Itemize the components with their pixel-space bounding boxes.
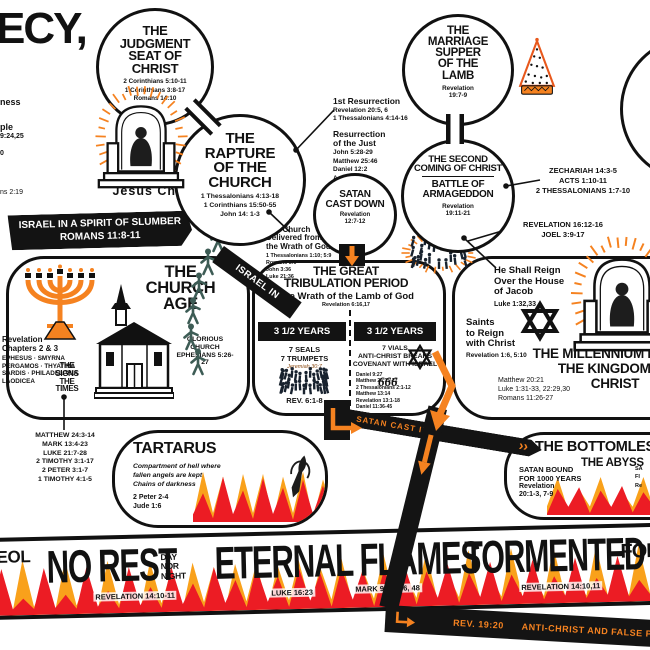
rev-6-1-8: REV. 6:1-8 bbox=[286, 396, 323, 405]
eternal-flames-headline: ETERNAL FLAMES bbox=[214, 530, 481, 589]
years-left-bar: 3 1/2 YEARS bbox=[258, 322, 346, 341]
throne-icon bbox=[570, 236, 650, 352]
saints-reign-ref: Revelation 1:6, 5:10 bbox=[466, 352, 527, 359]
tribulation-ref: Revelation 6:16,17 bbox=[322, 302, 370, 309]
hell-flames-band: EOL NO REST DAY NOR NIGHT REVELATION 14:… bbox=[0, 522, 650, 620]
armageddon-refs: REVELATION 16:12-16 JOEL 3:9-17 bbox=[523, 220, 603, 240]
marching-figure-icon bbox=[188, 347, 208, 377]
left-fragment-1: ness bbox=[0, 97, 21, 107]
marching-figure-icon bbox=[183, 296, 203, 326]
bottomless-pit-capsule: THE BOTTOMLESS PIT THE ABYSS SATAN BOUND… bbox=[504, 432, 650, 520]
tartarus-title: TARTARUS bbox=[133, 440, 217, 457]
satan-descent-band bbox=[379, 405, 447, 611]
satan-cast-down-refs: Revelation 12:7-12 bbox=[339, 212, 371, 225]
judgment-seat-title: THE JUDGMENT SEAT OF CHRIST bbox=[119, 23, 191, 76]
falling-angel-icon bbox=[287, 451, 311, 503]
years-right-bar: 3 1/2 YEARS bbox=[354, 322, 436, 341]
left-fragment-3: 9:24,25 bbox=[0, 133, 24, 140]
pit-edge-fragments: SA FI Re bbox=[635, 466, 643, 489]
tribulation-subtitle: The Wrath of the Lamb of God bbox=[278, 291, 414, 303]
seals-trumpets: 7 SEALS 7 TRUMPETS bbox=[280, 345, 329, 363]
church-building-icon bbox=[94, 282, 174, 406]
rev-1920-text: ANTI-CHRIST AND FALSE PROPHET bbox=[521, 621, 650, 641]
millennium-refs: Matthew 20:21 Luke 1:31-33, 22:29,30 Rom… bbox=[498, 377, 571, 402]
marching-figure-icon bbox=[198, 247, 218, 277]
tribulation-divider bbox=[349, 310, 351, 406]
no-rest-headline: NO REST bbox=[46, 537, 177, 593]
first-resurrection-refs: Revelation 20:5, 6 1 Thessalonians 4:14-… bbox=[333, 107, 408, 123]
signs-of-times: THE SIGNS THE TIMES bbox=[55, 361, 79, 394]
abyss-subtitle: THE ABYSS bbox=[581, 457, 644, 469]
tormented-ref: REVELATION 14:10,11 bbox=[519, 581, 603, 593]
bottomless-pit-title: THE BOTTOMLESS PIT bbox=[535, 439, 650, 455]
marriage-supper-refs: Revelation 19:7-9 bbox=[442, 84, 474, 99]
tartarus-capsule: TARTARUS Compartment of hell where falle… bbox=[112, 430, 328, 528]
bubble-marriage-supper: THE MARRIAGE SUPPER OF THE LAMB Revelati… bbox=[402, 14, 514, 126]
star-of-david-large-icon bbox=[520, 300, 560, 342]
he-shall-reign-ref: Luke 1:32,33 bbox=[494, 301, 537, 308]
glorious-church-note: GLORIOUS CHURCH EPHESIANS 5:26-27 bbox=[176, 336, 234, 367]
marching-figure-icon bbox=[181, 322, 201, 352]
second-coming-refs: Revelation 19:11-21 bbox=[442, 202, 474, 218]
rapture-title: THE RAPTURE OF THE CHURCH bbox=[204, 130, 276, 191]
left-fragment-2: ple bbox=[0, 122, 14, 132]
star-of-david-icon bbox=[407, 344, 433, 370]
bubble-edge-partial bbox=[620, 36, 650, 182]
tartarus-refs: 2 Peter 2-4 Jude 1:6 bbox=[133, 494, 169, 511]
rev-1920-ref: REV. 19:20 bbox=[452, 617, 505, 631]
second-coming-title: THE SECOND COMING OF CHRIST bbox=[413, 154, 503, 175]
first-resurrection-title: 1st Resurrection bbox=[333, 96, 401, 106]
sheol-fragment: EOL bbox=[0, 547, 31, 567]
marching-figure-icon bbox=[189, 271, 209, 301]
no-rest-ref: REVELATION 14:10-11 bbox=[93, 590, 177, 602]
marriage-supper-title: THE MARRIAGE SUPPER OF THE LAMB bbox=[427, 25, 489, 82]
jeremiah-ref: Jeremiah 30:7 bbox=[287, 364, 322, 370]
tribulation-header: THE GREAT TRIBULATION PERIOD The Wrath o… bbox=[256, 264, 436, 309]
satan-bound-text: SATAN BOUND FOR 1000 YEARS bbox=[519, 465, 582, 483]
down-arrow-icon bbox=[418, 434, 434, 475]
throne-icon bbox=[95, 85, 188, 189]
second-coming-side-refs: ZECHARIAH 14:3-5 ACTS 1:10-11 2 THESSALO… bbox=[535, 166, 631, 196]
forever-headline: FOREVER bbox=[620, 538, 650, 563]
banquet-pyramid-icon bbox=[516, 36, 558, 102]
millennium-throne-illustration bbox=[562, 230, 650, 360]
menorah-icon bbox=[14, 264, 106, 344]
bubble-second-coming: THE SECOND COMING OF CHRIST BATTLE OF AR… bbox=[401, 139, 515, 253]
second-coming-divider bbox=[422, 176, 494, 178]
judgment-seat-refs: 2 Corinthians 5:10-11 1 Corinthians 3:8-… bbox=[123, 78, 187, 102]
left-fragment-4: 0 bbox=[0, 150, 4, 157]
jesus-throne-illustration bbox=[84, 80, 198, 196]
church-delivered-note: The Church Delivered from the Wrath of G… bbox=[266, 225, 361, 281]
he-shall-reign-title: He Shall Reign Over the House of Jacob bbox=[494, 265, 565, 298]
page-title-fragment: ECY, bbox=[0, 4, 88, 53]
chevrons-icon: ›› bbox=[517, 436, 530, 455]
tartarus-desc: Compartment of hell where fallen angels … bbox=[133, 463, 221, 488]
rev-1920-bar: REV. 19:20 ANTI-CHRIST AND FALSE PROPHET bbox=[384, 605, 650, 650]
church-age-churches: EPHESUS · SMYRNA PERGAMOS · THYATIRA SAR… bbox=[2, 355, 78, 385]
resurrection-just-title: Resurrection of the Just bbox=[333, 129, 386, 148]
666-mark: 666 bbox=[378, 374, 398, 389]
tribulation-title: THE GREAT TRIBULATION PERIOD bbox=[283, 264, 409, 290]
church-delivered-refs: 1 Thessalonians 1:10; 5:9 Romans 5:9 Joh… bbox=[266, 253, 332, 281]
vial-refs: Daniel 9:27 Matthew 24:15-21 2 Thessalon… bbox=[356, 372, 411, 410]
saints-reign-title: Saints to Reign with Christ bbox=[466, 317, 516, 350]
tormented-headline: TORMENTED bbox=[463, 527, 645, 584]
bottomless-pit-refs: Revelation 20:1-3, 7-9 bbox=[519, 483, 555, 499]
rapture-refs: 1 Thessalonians 4:13-18 1 Corinthians 15… bbox=[200, 193, 280, 218]
satan-cast-down-title: SATAN CAST DOWN bbox=[325, 189, 385, 210]
israel-slumber-text: ISRAEL IN A SPIRIT OF SLUMBER ROMANS 11:… bbox=[18, 215, 182, 244]
israel-slumber-banner: ISRAEL IN A SPIRIT OF SLUMBER ROMANS 11:… bbox=[8, 211, 193, 251]
elbow-arrow-icon bbox=[395, 611, 416, 627]
day-nor-night: DAY NOR NIGHT bbox=[160, 551, 186, 581]
church-age-rev-chapters: Revelation Chapters 2 & 3 bbox=[2, 335, 59, 353]
signs-refs: MATTHEW 24:3-14 MARK 13:4-23 LUKE 21:7-2… bbox=[35, 432, 95, 484]
pit-flames-icon bbox=[547, 477, 650, 515]
luke-ref: LUKE 16:23 bbox=[269, 587, 316, 598]
battle-armageddon-title: BATTLE OF ARMAGEDDON bbox=[422, 179, 494, 201]
bubble-satan-cast-down: SATAN CAST DOWN Revelation 12:7-12 bbox=[313, 173, 397, 257]
left-fragment-5: ns 2:19 bbox=[0, 189, 23, 196]
tribulation-crowd-icon bbox=[267, 364, 341, 396]
tartarus-flames-icon bbox=[193, 464, 325, 522]
